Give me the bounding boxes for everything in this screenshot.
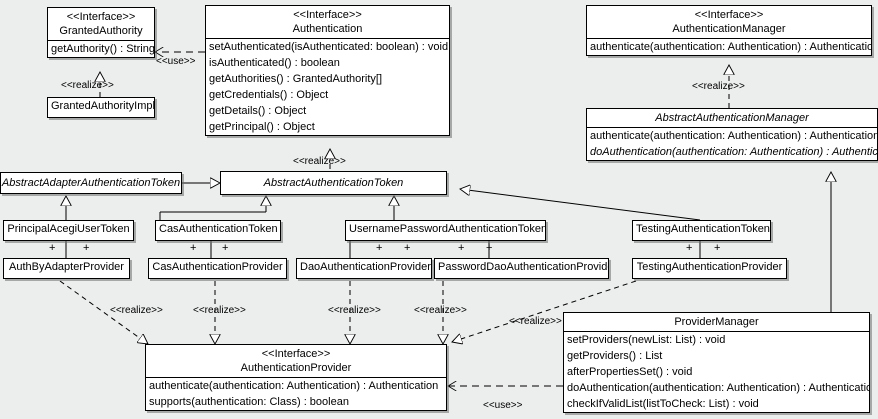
class-header: <<Interface>> GrantedAuthority (48, 8, 154, 40)
operation: supports(authentication: Class) : boolea… (149, 396, 349, 408)
operations-compartment: setAuthenticated(isAuthenticated: boolea… (206, 38, 449, 135)
class-name: TestingAuthenticationProvider (636, 261, 783, 273)
class-granted-authority[interactable]: <<Interface>> GrantedAuthority getAuthor… (47, 7, 155, 58)
association-plus-mark: + (714, 242, 721, 254)
class-name: DaoAuthenticationProvider (300, 261, 431, 273)
operations-compartment: authenticate(authentication: Authenticat… (146, 377, 446, 410)
class-name: AuthenticationProvider (240, 362, 352, 374)
association-plus-mark: + (49, 242, 56, 254)
operation: getDetails() : Object (209, 105, 307, 117)
edge-label-realize-authentication-token: <<realize>> (293, 156, 346, 167)
edge-label-realize-password-dao-provider: <<realize>> (414, 305, 467, 316)
operation: doAuthentication(authentication: Authent… (567, 382, 869, 394)
operation: afterPropertiesSet() : void (567, 366, 693, 378)
association-plus-mark: + (190, 242, 197, 254)
class-granted-authority-impl[interactable]: GrantedAuthorityImpl (47, 97, 155, 118)
edge-label-use-provider-manager: <<use>> (483, 400, 523, 411)
class-name: AbstractAdapterAuthenticationToken (1, 177, 181, 189)
association-plus-mark: + (404, 242, 411, 254)
operation: authenticate(authentication: Authenticat… (149, 380, 439, 392)
class-authentication-provider[interactable]: <<Interface>> AuthenticationProvider aut… (145, 344, 447, 411)
edge-label-realize-abstract-authentication-manager: <<realize>> (692, 81, 745, 92)
class-name: GrantedAuthorityImpl (51, 100, 154, 112)
class-authentication-manager[interactable]: <<Interface>> AuthenticationManager auth… (586, 5, 872, 56)
class-dao-authentication-provider[interactable]: DaoAuthenticationProvider (296, 258, 432, 279)
class-auth-by-adapter-provider[interactable]: AuthByAdapterProvider (3, 258, 130, 279)
class-header: ProviderManager (564, 313, 869, 331)
edge-label-realize-testing-provider: <<realize>> (509, 316, 562, 327)
class-abstract-authentication-token[interactable]: AbstractAuthenticationToken (220, 171, 447, 195)
operation: getPrincipal() : Object (209, 121, 315, 133)
operation: getAuthorities() : GrantedAuthority[] (209, 73, 383, 85)
class-cas-authentication-provider[interactable]: CasAuthenticationProvider (148, 258, 287, 279)
association-plus-mark: + (686, 242, 693, 254)
class-header: AbstractAuthenticationManager (587, 109, 877, 127)
operation: getAuthority() : String (51, 43, 154, 55)
class-name: PrincipalAcegiUserToken (7, 223, 130, 235)
class-header: <<Interface>> AuthenticationManager (587, 6, 871, 38)
class-name: AuthByAdapterProvider (9, 261, 124, 273)
class-principal-acegi-user-token[interactable]: PrincipalAcegiUserToken (3, 220, 134, 241)
edge-label-realize-auth-by-adapter-provider: <<realize>> (110, 305, 163, 316)
class-name: AuthenticationManager (672, 23, 786, 35)
operations-compartment: getAuthority() : String (48, 40, 154, 57)
edge-label-realize-cas-provider: <<realize>> (193, 305, 246, 316)
class-abstract-adapter-authentication-token[interactable]: AbstractAdapterAuthenticationToken (0, 172, 182, 194)
operation: doAuthentication(authentication: Authent… (590, 146, 877, 158)
operations-compartment: authenticate(authentication: Authenticat… (587, 127, 877, 160)
class-abstract-authentication-manager[interactable]: AbstractAuthenticationManager authentica… (586, 108, 878, 161)
class-name: AbstractAuthenticationToken (263, 177, 404, 189)
class-name: CasAuthenticationProvider (152, 261, 283, 273)
edge-label-use-granted-authority: <<use>> (156, 56, 196, 67)
class-cas-authentication-token[interactable]: CasAuthenticationToken (155, 220, 281, 241)
class-name: UsernamePasswordAuthenticationToken (349, 223, 545, 235)
stereotype-label: <<Interface>> (66, 11, 136, 23)
class-testing-authentication-provider[interactable]: TestingAuthenticationProvider (632, 258, 787, 279)
class-header: <<Interface>> AuthenticationProvider (146, 345, 446, 377)
edge-label-realize-granted-authority-impl: <<realize>> (61, 80, 114, 91)
operation: authenticate(authentication: Authenticat… (590, 130, 877, 142)
operation: checkIfValidList(listToCheck: List) : vo… (567, 398, 759, 410)
operation: getProviders() : List (567, 350, 663, 362)
association-plus-mark: + (222, 242, 229, 254)
class-provider-manager[interactable]: ProviderManager setProviders(newList: Li… (563, 312, 870, 413)
class-name: GrantedAuthority (59, 25, 143, 37)
stereotype-label: <<Interface>> (293, 9, 362, 21)
operation: getCredentials() : Object (209, 89, 329, 101)
operations-compartment: authenticate(authentication: Authenticat… (587, 38, 871, 55)
association-plus-mark: + (376, 242, 383, 254)
class-name: AbstractAuthenticationManager (655, 112, 809, 124)
association-plus-mark: + (486, 242, 493, 254)
association-plus-mark: + (458, 242, 465, 254)
class-name: CasAuthenticationToken (159, 223, 278, 235)
stereotype-label: <<Interface>> (261, 348, 331, 360)
operation: authenticate(authentication: Authenticat… (590, 41, 871, 53)
operation: setAuthenticated(isAuthenticated: boolea… (209, 41, 449, 53)
operation: isAuthenticated() : boolean (209, 57, 340, 69)
class-name: TestingAuthenticationToken (636, 223, 770, 235)
class-authentication[interactable]: <<Interface>> Authentication setAuthenti… (205, 5, 450, 136)
association-plus-mark: + (83, 242, 90, 254)
class-name: PasswordDaoAuthenticationProvider (438, 261, 608, 273)
operation: setProviders(newList: List) : void (567, 334, 726, 346)
class-password-dao-authentication-provider[interactable]: PasswordDaoAuthenticationProvider (434, 258, 609, 279)
class-username-password-authentication-token[interactable]: UsernamePasswordAuthenticationToken (345, 220, 546, 241)
class-testing-authentication-token[interactable]: TestingAuthenticationToken (632, 220, 771, 241)
operations-compartment: setProviders(newList: List) : void getPr… (564, 331, 869, 412)
stereotype-label: <<Interface>> (694, 9, 764, 21)
class-name: ProviderManager (674, 316, 759, 328)
class-header: <<Interface>> Authentication (206, 6, 449, 38)
edge-label-realize-dao-provider: <<realize>> (328, 305, 381, 316)
class-name: Authentication (292, 23, 363, 35)
